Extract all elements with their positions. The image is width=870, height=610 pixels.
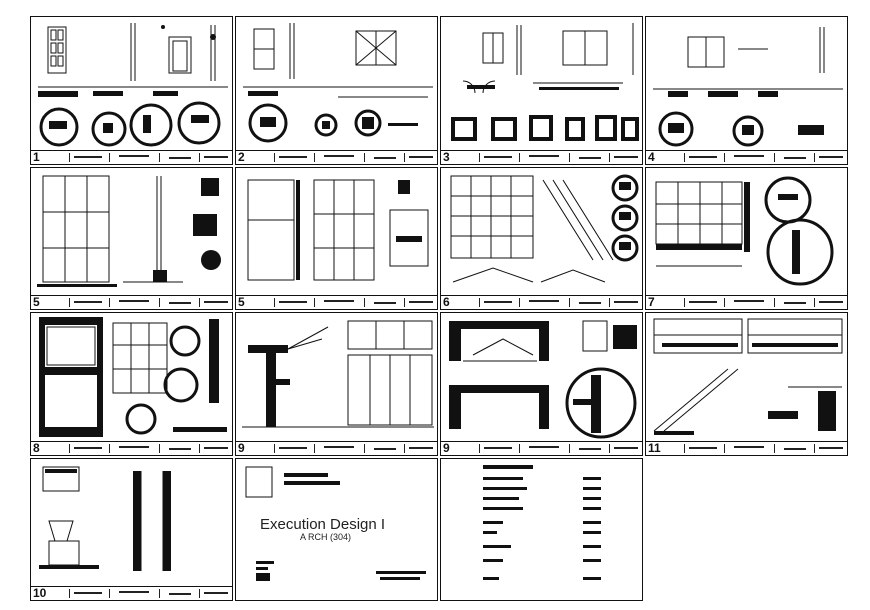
title-block: 4 <box>646 150 847 164</box>
opening-section-detail <box>443 315 640 441</box>
title-block: 6 <box>441 295 642 309</box>
storefront-section <box>238 315 435 441</box>
sheet-5b[interactable]: 5 <box>235 167 438 310</box>
sheet-2[interactable]: 2 <box>235 16 438 165</box>
skylight-drawing <box>443 170 640 295</box>
title-block: 11 <box>646 441 847 455</box>
sheet-number: 9 <box>443 441 450 455</box>
sheet-number: 10 <box>33 586 47 600</box>
sheet-11[interactable]: 11 <box>645 312 848 456</box>
drawing-index-list <box>483 465 601 580</box>
window-details-drawing <box>238 19 435 150</box>
cover-sheet[interactable] <box>235 458 438 601</box>
sheet-number: 6 <box>443 295 450 309</box>
cover-subtitle: A RCH (304) <box>300 532 352 542</box>
sheet-number: 1 <box>33 150 40 164</box>
sheet-5a[interactable]: 5 <box>30 167 233 310</box>
casement-window-drawing <box>443 19 640 150</box>
sheet-6[interactable]: 6 <box>440 167 643 310</box>
curtain-wall-drawing <box>648 170 845 295</box>
sheet-number: 5 <box>238 295 245 309</box>
title-block: 9 <box>441 441 642 455</box>
sheet-number: 9 <box>238 441 245 455</box>
sheet-number: 11 <box>648 441 661 455</box>
cover-title: Execution Design I <box>260 516 386 533</box>
sheet-8[interactable]: 8 <box>30 312 233 456</box>
sheet-number: 4 <box>648 150 655 164</box>
window-wall-section <box>33 315 230 441</box>
sheet-number: 2 <box>238 150 245 164</box>
title-block: 7 <box>646 295 847 309</box>
sheet-3[interactable]: 3 <box>440 16 643 165</box>
title-block: 5 <box>31 295 232 309</box>
glazed-door-elevation <box>33 170 230 295</box>
sheet-9a[interactable]: 9 <box>235 312 438 456</box>
window-section-drawing <box>648 19 845 150</box>
sheet-number: 5 <box>33 295 40 309</box>
title-block: 9 <box>236 441 437 455</box>
sheet-number: 3 <box>443 150 450 164</box>
partition-elevation <box>238 170 435 295</box>
title-block: 10 <box>31 586 232 600</box>
stair-railing-drawing <box>648 315 845 441</box>
title-block: 2 <box>236 150 437 164</box>
sheet-1[interactable]: 1 <box>30 16 233 165</box>
title-block: 1 <box>31 150 232 164</box>
title-block: 8 <box>31 441 232 455</box>
sheet-7[interactable]: 7 <box>645 167 848 310</box>
index-sheet[interactable] <box>440 458 643 601</box>
door-details-drawing <box>33 19 230 150</box>
sheet-10[interactable]: 10 <box>30 458 233 601</box>
sheet-4[interactable]: 4 <box>645 16 848 165</box>
sheet-9b[interactable]: 9 <box>440 312 643 456</box>
sheet-number: 8 <box>33 441 40 455</box>
cover-artwork <box>245 466 426 581</box>
title-block: 5 <box>236 295 437 309</box>
title-block: 3 <box>441 150 642 164</box>
fireplace-detail <box>33 461 230 586</box>
sheet-number: 7 <box>648 295 655 309</box>
